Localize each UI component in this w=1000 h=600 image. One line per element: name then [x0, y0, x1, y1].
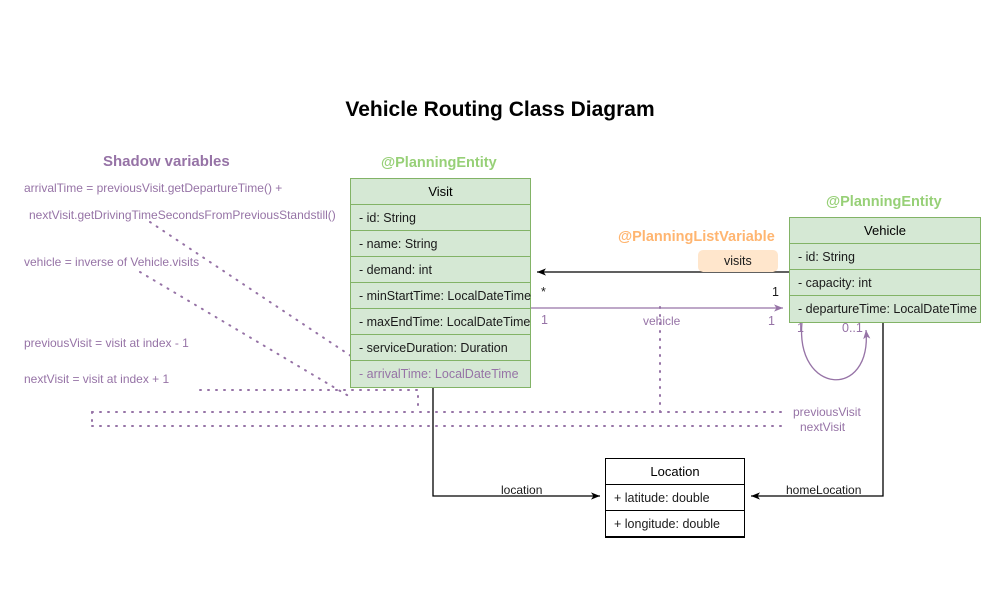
shadow-note-previous-visit: previousVisit = visit at index - 1 [24, 336, 189, 350]
vehicle-multiplicity-vehicle-side: 1 [768, 314, 775, 328]
location-attribute-latitude: + latitude: double [606, 485, 744, 511]
visits-multiplicity-vehicle-side: 1 [772, 285, 779, 299]
edge-shadow-arrivaltime [149, 221, 379, 375]
visits-association-label: visits [698, 250, 778, 272]
shadow-note-vehicle: vehicle = inverse of Vehicle.visits [24, 255, 200, 269]
visit-attribute-serviceduration: - serviceDuration: Duration [351, 335, 530, 361]
vehicle-attribute-capacity: - capacity: int [790, 270, 980, 296]
location-attribute-longitude: + longitude: double [606, 511, 744, 537]
self-loop-multiplicity-left: 1 [797, 321, 804, 335]
visit-attribute-id: - id: String [351, 205, 530, 231]
visit-attribute-minstarttime: - minStartTime: LocalDateTime [351, 283, 531, 309]
vehicle-multiplicity-visit-side: 1 [541, 313, 548, 327]
shadow-note-arrivaltime-line1: arrivalTime = previousVisit.getDeparture… [24, 181, 283, 195]
edge-shadow-next-visit [91, 411, 789, 427]
edge-location [432, 383, 600, 500]
planning-list-variable-stereotype: @PlanningListVariable [618, 229, 775, 245]
class-box-location[interactable]: Location + latitude: double + longitude:… [605, 458, 745, 538]
home-location-association-label: homeLocation [786, 483, 862, 497]
edge-shadow-vehicle [139, 271, 353, 399]
visit-attribute-arrivaltime: - arrivalTime: LocalDateTime [359, 367, 519, 381]
class-box-vehicle[interactable]: Vehicle - id: String - capacity: int - d… [789, 217, 981, 323]
page-title: Vehicle Routing Class Diagram [345, 98, 655, 121]
visit-attribute-demand: - demand: int [351, 257, 530, 283]
edge-shadow-elbow [199, 389, 419, 413]
shadow-note-next-visit: nextVisit = visit at index + 1 [24, 372, 170, 386]
location-association-label: location [501, 483, 543, 497]
vehicle-association-label: vehicle [643, 314, 681, 328]
shadow-note-arrivaltime-line2: nextVisit.getDrivingTimeSecondsFromPrevi… [29, 208, 336, 222]
class-name-vehicle: Vehicle [790, 218, 980, 244]
class-box-visit[interactable]: Visit - id: String - name: String - dema… [350, 178, 531, 388]
vehicle-attribute-id: - id: String [790, 244, 980, 270]
class-name-visit: Visit [351, 179, 530, 205]
next-visit-label: nextVisit [800, 420, 846, 434]
visit-attribute-name: - name: String [351, 231, 530, 257]
vehicle-attribute-departuretime: - departureTime: LocalDateTime [798, 302, 978, 316]
visit-stereotype: @PlanningEntity [381, 155, 497, 171]
class-name-location: Location [606, 459, 744, 485]
vehicle-stereotype: @PlanningEntity [826, 194, 942, 210]
visits-multiplicity-visit-side: * [541, 285, 546, 299]
previous-visit-label: previousVisit [793, 405, 861, 419]
self-loop-multiplicity-right: 0..1 [842, 321, 863, 335]
shadow-variables-title: Shadow variables [103, 153, 230, 170]
visit-attribute-maxendtime: - maxEndTime: LocalDateTime [351, 309, 530, 335]
